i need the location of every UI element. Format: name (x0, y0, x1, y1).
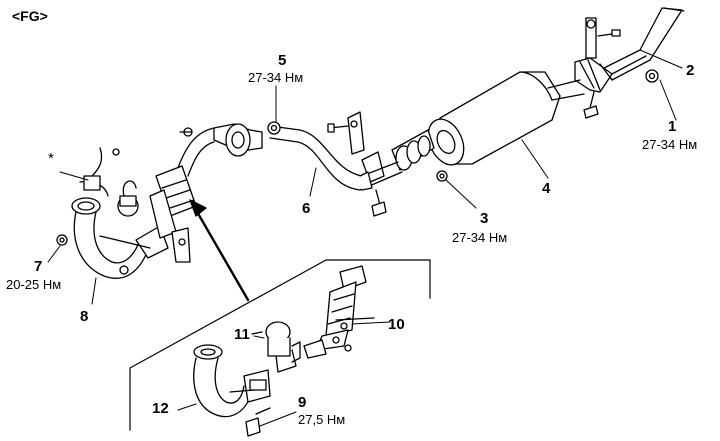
inset-arrow (189, 199, 250, 302)
muffler-inlet-clamp (327, 111, 435, 217)
asterisk-mark: * (48, 150, 54, 167)
callout-number: 6 (302, 200, 311, 217)
callout-number: 12 (152, 400, 169, 417)
callout-torque: 27-34 Нм (642, 137, 698, 152)
callout-number: 4 (542, 180, 551, 197)
muffler (427, 71, 585, 182)
figure-header: <FG> (12, 8, 48, 24)
front-pipe-upper (155, 123, 263, 217)
callout-number: 9 (298, 394, 307, 411)
inset-frame (129, 259, 431, 431)
callout-number: 8 (80, 308, 89, 325)
callout-torque: 27,5 Нм (298, 412, 346, 427)
callout-number: 2 (686, 62, 695, 79)
callout-torque: 27-34 Нм (248, 70, 304, 85)
callout-torque: 20-25 Нм (6, 277, 62, 292)
callout-number: 1 (668, 118, 677, 135)
callout-number: 3 (480, 210, 489, 227)
callout-number: 5 (278, 52, 287, 69)
inset-o2-sensor (251, 321, 301, 373)
center-pipe (267, 121, 403, 191)
callout-number: 10 (388, 316, 405, 333)
callout-torque: 27-34 Нм (452, 230, 508, 245)
tail-pipe (574, 7, 685, 119)
callout-number: 7 (34, 258, 43, 275)
leader-lines (47, 49, 683, 305)
inset-front-pipe (177, 321, 391, 437)
inset-catalytic (303, 265, 375, 359)
callout-number: 11 (234, 326, 250, 343)
front-pipe (56, 147, 191, 279)
